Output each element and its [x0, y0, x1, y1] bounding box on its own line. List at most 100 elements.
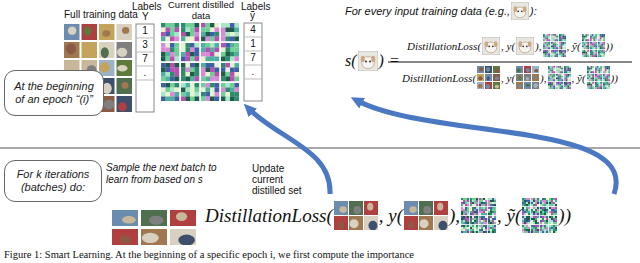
noise-cell — [555, 202, 557, 204]
noise-cell — [215, 43, 220, 48]
noise-cell — [548, 71, 550, 73]
noise-cell — [472, 227, 474, 229]
noise-cell — [465, 231, 467, 233]
noise-cell — [186, 43, 191, 48]
dog-eye — [369, 60, 371, 62]
noise-cell — [494, 204, 496, 206]
noise-cell — [481, 218, 483, 220]
noise-cell — [603, 68, 605, 70]
image-object — [149, 216, 163, 225]
noise-cell — [479, 222, 481, 224]
noise-cell — [557, 74, 559, 76]
noise-cell — [470, 209, 472, 211]
noise-cell — [546, 52, 548, 54]
noise-cell — [195, 48, 200, 53]
noise-cell — [175, 57, 180, 62]
noise-cell — [551, 54, 553, 56]
noise-cell — [494, 207, 496, 209]
noise-cell — [564, 39, 566, 41]
noise-cell — [561, 82, 563, 84]
noise-cell — [567, 71, 569, 73]
noise-cell — [553, 213, 555, 215]
noise-cell — [583, 46, 585, 48]
noise-cell — [474, 209, 476, 211]
noise-cell — [551, 47, 553, 49]
noise-cell — [535, 225, 537, 227]
noise-cell — [230, 32, 235, 37]
noise-cell — [551, 87, 553, 89]
noise-cell — [603, 86, 605, 88]
noise-cell — [206, 32, 211, 37]
dog-eye — [488, 45, 490, 47]
noise-cell — [551, 86, 553, 88]
noise-cell — [535, 211, 537, 213]
noise-cell — [226, 92, 231, 97]
noise-cell — [564, 34, 566, 36]
noise-cell — [592, 70, 594, 72]
noise-cell — [554, 46, 556, 48]
image-object — [408, 222, 414, 229]
noise-cell — [230, 23, 235, 28]
noise-cell — [170, 72, 175, 77]
noise-cell — [556, 68, 558, 70]
noise-cell — [528, 225, 530, 227]
noise-cell — [560, 46, 562, 48]
noise-cell — [551, 229, 553, 231]
image-cell — [516, 74, 523, 81]
noise-cell — [549, 76, 551, 78]
noise-cell — [548, 86, 550, 88]
noise-cell — [481, 231, 483, 233]
numerator: DistillationLoss( , y( ), , ỹ( )) — [388, 34, 632, 57]
noise-cell — [186, 48, 191, 53]
noise-cell — [522, 218, 524, 220]
noise-cell — [603, 34, 605, 36]
noise-cell — [467, 231, 469, 233]
noise-cell — [531, 200, 533, 202]
noise-cell — [522, 229, 524, 231]
noise-cell — [599, 39, 601, 41]
noise-cell — [537, 231, 539, 233]
noise-cell — [210, 52, 215, 57]
noise-cell — [540, 202, 542, 204]
image-object — [438, 221, 447, 230]
noise-cell — [175, 83, 180, 88]
noise-cell — [585, 54, 587, 56]
noise-cell — [161, 37, 166, 42]
noise-cell — [483, 227, 485, 229]
noise-cell — [472, 229, 474, 231]
noise-cell — [546, 34, 548, 36]
noise-cell — [554, 42, 556, 44]
image-cell — [99, 42, 115, 58]
noise-cell — [215, 88, 220, 93]
noise-cell — [598, 86, 600, 88]
noise-cell — [600, 71, 602, 73]
noise-cell — [548, 84, 550, 86]
noise-cell — [551, 34, 553, 36]
noise-cell — [548, 50, 550, 52]
noise-cell — [592, 74, 594, 76]
noise-cell — [492, 218, 494, 220]
noise-cell — [535, 216, 537, 218]
noise-cell — [235, 88, 240, 93]
noise-cell — [490, 209, 492, 211]
noise-cell — [479, 216, 481, 218]
noise-cell — [587, 39, 589, 41]
noise-cell — [195, 28, 200, 33]
noise-cell — [587, 47, 589, 49]
noise-cell — [551, 222, 553, 224]
noise-cell — [551, 68, 553, 70]
noise-cell — [190, 48, 195, 53]
dog-ear — [360, 56, 364, 62]
noise-cell — [556, 42, 558, 44]
noise-cell — [555, 218, 557, 220]
noise-cell — [608, 82, 610, 84]
noise-cell — [472, 202, 474, 204]
formula-text: )) — [606, 40, 613, 52]
noise-cell — [190, 57, 195, 62]
noise-cell — [463, 216, 465, 218]
noise-cell — [186, 37, 191, 42]
noise-cell — [555, 209, 557, 211]
noise-cell — [474, 200, 476, 202]
noise-cell — [166, 88, 171, 93]
noise-cell — [603, 76, 605, 78]
